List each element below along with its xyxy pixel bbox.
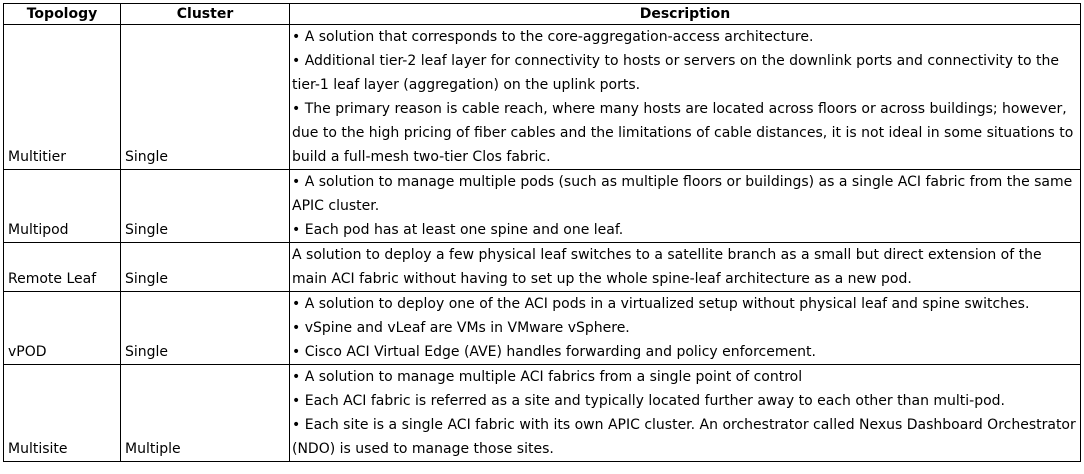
description-bullet: A solution to deploy one of the ACI pods…	[292, 292, 1078, 316]
description-cell: A solution that corresponds to the core-…	[289, 24, 1081, 170]
description-bullet: Additional tier-2 leaf layer for connect…	[292, 49, 1078, 97]
description-bullet: Each ACI fabric is referred as a site an…	[292, 389, 1078, 413]
cluster-cell: Single	[120, 24, 290, 170]
header-topology: Topology	[3, 3, 121, 25]
description-cell: A solution to manage multiple pods (such…	[289, 169, 1081, 243]
description-bullet: Cisco ACI Virtual Edge (AVE) handles for…	[292, 340, 1078, 364]
table-row: vPOD Single A solution to deploy one of …	[3, 291, 1081, 365]
table-row: Multisite Multiple A solution to manage …	[3, 364, 1081, 462]
description-bullet: The primary reason is cable reach, where…	[292, 97, 1078, 169]
topology-table: Topology Cluster Description Multitier S…	[3, 3, 1081, 462]
table-row: Multitier Single A solution that corresp…	[3, 24, 1081, 170]
cluster-cell: Single	[120, 242, 290, 292]
topology-cell: Multisite	[3, 364, 121, 462]
description-bullet: vSpine and vLeaf are VMs in VMware vSphe…	[292, 316, 1078, 340]
description-cell: A solution to manage multiple ACI fabric…	[289, 364, 1081, 462]
description-bullet: Each site is a single ACI fabric with it…	[292, 413, 1078, 461]
cluster-cell: Single	[120, 169, 290, 243]
header-description: Description	[289, 3, 1081, 25]
header-cluster: Cluster	[120, 3, 290, 25]
description-bullet: Each pod has at least one spine and one …	[292, 218, 1078, 242]
description-text: A solution to deploy a few physical leaf…	[292, 247, 1042, 287]
topology-cell: Multitier	[3, 24, 121, 170]
description-bullet: A solution to manage multiple pods (such…	[292, 170, 1078, 218]
topology-cell: vPOD	[3, 291, 121, 365]
table-row: Remote Leaf Single A solution to deploy …	[3, 242, 1081, 292]
cluster-cell: Multiple	[120, 364, 290, 462]
topology-cell: Multipod	[3, 169, 121, 243]
topology-cell: Remote Leaf	[3, 242, 121, 292]
table-row: Multipod Single A solution to manage mul…	[3, 169, 1081, 243]
cluster-cell: Single	[120, 291, 290, 365]
description-cell: A solution to deploy a few physical leaf…	[289, 242, 1081, 292]
description-cell: A solution to deploy one of the ACI pods…	[289, 291, 1081, 365]
description-bullet: A solution to manage multiple ACI fabric…	[292, 365, 1078, 389]
description-bullet: A solution that corresponds to the core-…	[292, 25, 1078, 49]
header-row: Topology Cluster Description	[3, 3, 1081, 25]
